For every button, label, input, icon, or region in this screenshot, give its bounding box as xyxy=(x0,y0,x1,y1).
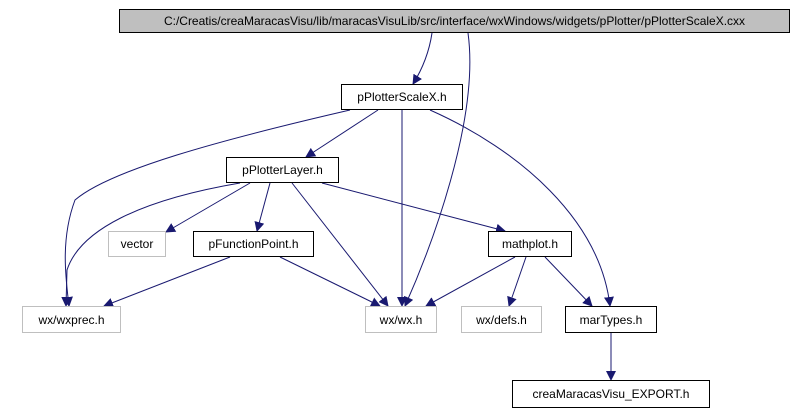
node-label: pPlotterLayer.h xyxy=(242,163,323,177)
edge-mathplot-h-to-wx-wx-h xyxy=(425,256,516,307)
node-label: vector xyxy=(120,237,154,251)
edge-pplotterlayer-h-to-pfunctionpoint-h xyxy=(254,182,271,232)
edge-pplotterlayer-h-to-mathplot-h xyxy=(321,182,506,234)
node-wx-wxprec-h[interactable]: wx/wxprec.h xyxy=(22,306,121,333)
node-mathplot-h[interactable]: mathplot.h xyxy=(488,231,572,257)
node-label: creaMaracasVisu_EXPORT.h xyxy=(532,387,690,401)
node-martypes-h[interactable]: marTypes.h xyxy=(565,306,657,333)
node-label: wx/wx.h xyxy=(379,312,423,327)
node-pplotterscalex-h[interactable]: pPlotterScaleX.h xyxy=(341,84,463,110)
node-label: mathplot.h xyxy=(501,237,559,251)
edge-mathplot-h-to-wx-defs-h xyxy=(507,256,527,307)
node-creamaracasvisu-export-h[interactable]: creaMaracasVisu_EXPORT.h xyxy=(512,380,710,408)
edge-root-to-pplotterscalex-h xyxy=(412,32,433,85)
edge-pplotterscalex-h-to-pplotterlayer-h xyxy=(305,109,379,158)
edge-root-to-wx-wx-h xyxy=(404,32,471,307)
edge-pplotterscalex-h-to-wx-wxprec-h xyxy=(63,109,351,307)
node-wx-defs-h[interactable]: wx/defs.h xyxy=(461,306,542,333)
edge-pplotterlayer-h-to-wx-wx-h xyxy=(291,182,389,307)
edge-pplotterlayer-h-to-wx-wxprec-h xyxy=(61,182,241,307)
node-label: pPlotterScaleX.h xyxy=(357,90,447,104)
node-label: marTypes.h xyxy=(579,312,643,327)
edge-pplotterscalex-h-to-martypes-h xyxy=(429,109,614,307)
node-pplotterscalex-cxx[interactable]: C:/Creatis/creaMaracasVisu/lib/maracasVi… xyxy=(119,9,790,33)
node-label: pFunctionPoint.h xyxy=(208,237,299,251)
node-label: wx/defs.h xyxy=(476,312,527,327)
edge-mathplot-h-to-martypes-h xyxy=(544,256,593,307)
node-vector[interactable]: vector xyxy=(108,231,166,257)
node-label: C:/Creatis/creaMaracasVisu/lib/maracasVi… xyxy=(163,14,746,28)
node-label: wx/wxprec.h xyxy=(38,312,105,327)
edge-pfunctionpoint-h-to-wx-wxprec-h xyxy=(103,256,231,308)
node-pplotterlayer-h[interactable]: pPlotterLayer.h xyxy=(226,157,339,183)
node-pfunctionpoint-h[interactable]: pFunctionPoint.h xyxy=(193,231,314,257)
edge-pplotterlayer-h-to-vector xyxy=(165,182,251,233)
edge-pfunctionpoint-h-to-wx-wx-h xyxy=(279,256,381,307)
node-wx-wx-h[interactable]: wx/wx.h xyxy=(365,306,437,333)
